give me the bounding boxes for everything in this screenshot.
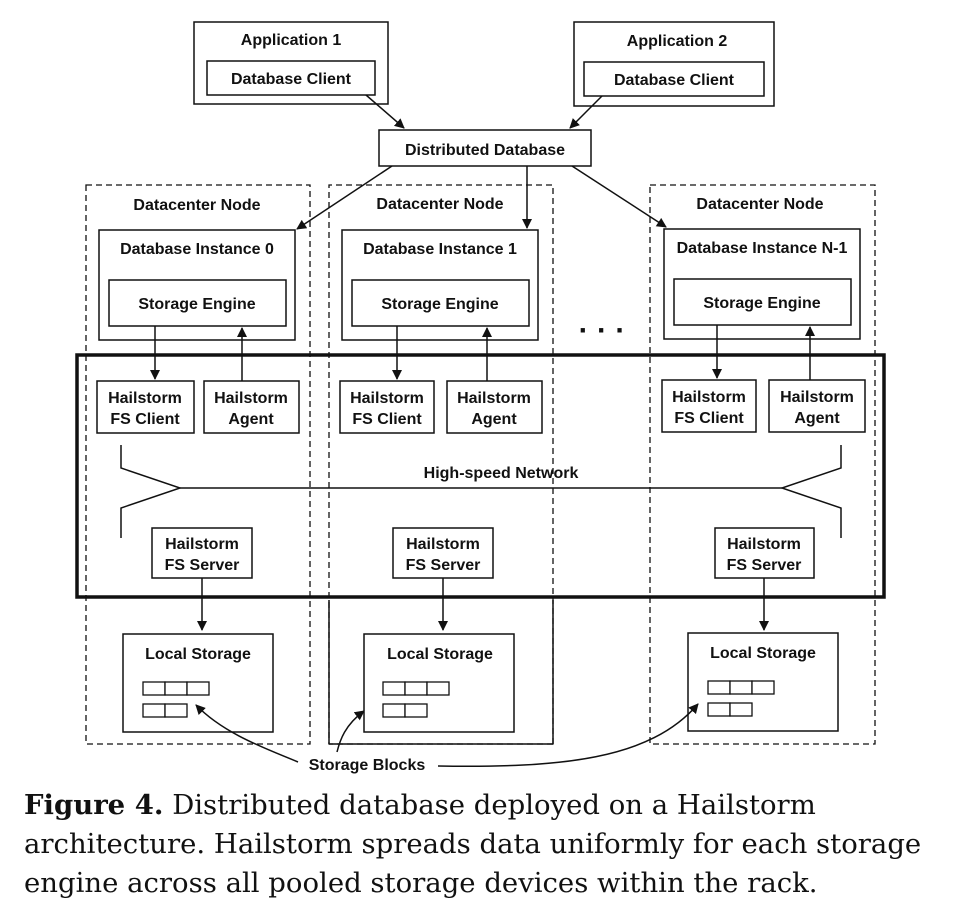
node-2-title: Datacenter Node bbox=[696, 196, 823, 213]
storage-engine-0-box bbox=[108, 279, 287, 327]
database-instance-1: Database Instance 1 Storage Engine bbox=[341, 229, 539, 341]
fs-server-n1-line1: Hailstorm bbox=[727, 536, 801, 553]
node-0-title: Datacenter Node bbox=[133, 197, 260, 214]
agent-n1-line2: Agent bbox=[794, 410, 840, 427]
fs-client-n1-box bbox=[661, 379, 757, 433]
agent-0-line2: Agent bbox=[228, 411, 274, 428]
arrow-label-to-blocks-1 bbox=[336, 710, 365, 753]
fs-client-1-line2: FS Client bbox=[352, 411, 422, 428]
datacenter-node-1-boundary bbox=[328, 184, 554, 745]
storage-blocks-label: Storage Blocks bbox=[309, 757, 426, 774]
arrow-db-to-instance-0 bbox=[296, 165, 393, 230]
database-client-2-label: Database Client bbox=[614, 72, 735, 89]
more-nodes-ellipsis: · · · bbox=[579, 314, 626, 347]
diagram-canvas: Application 1 Database Client Applicatio… bbox=[75, 21, 886, 774]
distributed-database-label: Distributed Database bbox=[405, 142, 565, 159]
agent-0-line1: Hailstorm bbox=[214, 390, 288, 407]
storage-engine-n1-box bbox=[673, 278, 852, 326]
arrow-label-to-blocks-n1 bbox=[437, 703, 699, 767]
distributed-database-box: Distributed Database bbox=[378, 129, 592, 167]
application-2-box: Application 2 Database Client bbox=[573, 21, 775, 107]
fs-server-1-box bbox=[392, 527, 494, 579]
datacenter-node-0-boundary bbox=[85, 184, 311, 745]
local-storage-0-label: Local Storage bbox=[145, 646, 251, 663]
network-label: High-speed Network bbox=[424, 465, 579, 482]
application-1-box: Application 1 Database Client bbox=[193, 21, 389, 105]
fs-server-0-box bbox=[151, 527, 253, 579]
figure-caption: Figure 4. Distributed database deployed … bbox=[24, 786, 954, 903]
fs-server-n1-line2: FS Server bbox=[727, 557, 802, 574]
agent-1-line2: Agent bbox=[471, 411, 517, 428]
storage-engine-1-box bbox=[351, 279, 530, 327]
arrow-label-to-blocks-0 bbox=[195, 704, 299, 763]
storage-blocks-0 bbox=[142, 681, 210, 718]
storage-blocks-n1 bbox=[707, 680, 775, 717]
fs-client-0-line1: Hailstorm bbox=[108, 390, 182, 407]
fs-client-n1-line1: Hailstorm bbox=[672, 389, 746, 406]
local-storage-n1-label: Local Storage bbox=[710, 645, 816, 662]
agent-0-box bbox=[203, 380, 300, 434]
fs-client-0-line2: FS Client bbox=[110, 411, 180, 428]
database-instance-n1: Database Instance N-1 Storage Engine bbox=[663, 228, 861, 340]
datacenter-node-2-boundary bbox=[649, 184, 876, 745]
storage-engine-1-label: Storage Engine bbox=[381, 296, 498, 313]
local-storage-1-label: Local Storage bbox=[387, 646, 493, 663]
database-client-1-label: Database Client bbox=[231, 71, 352, 88]
instance-1-label: Database Instance 1 bbox=[363, 241, 517, 258]
agent-1-line1: Hailstorm bbox=[457, 390, 531, 407]
high-speed-network: High-speed Network bbox=[120, 445, 842, 538]
storage-blocks-1 bbox=[382, 681, 450, 718]
storage-engine-0-label: Storage Engine bbox=[138, 296, 255, 313]
instance-0-label: Database Instance 0 bbox=[120, 241, 274, 258]
fs-server-0-line2: FS Server bbox=[165, 557, 240, 574]
fs-client-n1-line2: FS Client bbox=[674, 410, 744, 427]
storage-engine-n1-label: Storage Engine bbox=[703, 295, 820, 312]
database-client-1-box bbox=[206, 60, 376, 96]
agent-n1-box bbox=[768, 379, 866, 433]
fs-client-0-box bbox=[96, 380, 195, 434]
figure-label: Figure 4. bbox=[24, 789, 164, 821]
figure-caption-text: Distributed database deployed on a Hails… bbox=[24, 789, 922, 899]
arrow-client1-to-db bbox=[365, 94, 405, 129]
database-instance-0: Database Instance 0 Storage Engine bbox=[98, 229, 296, 341]
arrow-client2-to-db bbox=[569, 95, 603, 129]
database-client-2-box bbox=[583, 61, 765, 97]
hailstorm-rack-boundary bbox=[75, 353, 886, 599]
instance-n1-label: Database Instance N-1 bbox=[677, 240, 848, 257]
fs-server-1-line1: Hailstorm bbox=[406, 536, 480, 553]
fs-server-0-line1: Hailstorm bbox=[165, 536, 239, 553]
agent-1-box bbox=[446, 380, 543, 434]
application-1-title: Application 1 bbox=[241, 32, 342, 49]
arrow-db-to-instance-n1 bbox=[571, 165, 667, 228]
application-2-title: Application 2 bbox=[627, 33, 728, 50]
fs-client-1-line1: Hailstorm bbox=[350, 390, 424, 407]
fs-server-1-line2: FS Server bbox=[406, 557, 481, 574]
node-1-title: Datacenter Node bbox=[376, 196, 503, 213]
agent-n1-line1: Hailstorm bbox=[780, 389, 854, 406]
fs-server-n1-box bbox=[714, 527, 815, 579]
fs-client-1-box bbox=[339, 380, 435, 434]
